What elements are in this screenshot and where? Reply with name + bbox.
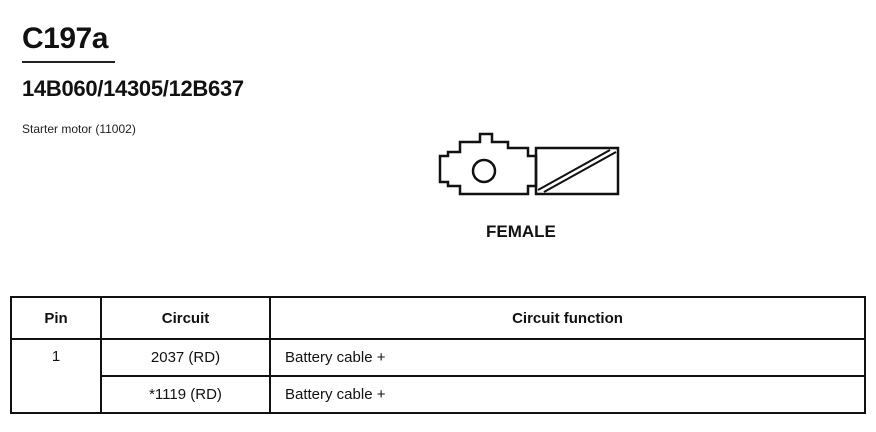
circuit-cell: *1119 (RD): [100, 375, 271, 414]
terminal-stud-circle: [471, 158, 497, 184]
connector-description: Starter motor (11002): [22, 122, 136, 136]
cable-section-outline: [534, 146, 620, 196]
pin-number-cell: 1: [10, 338, 102, 414]
table-header-row: Pin Circuit Circuit function: [10, 296, 866, 340]
circuit-function-cell: Battery cable +: [269, 375, 866, 414]
connector-id-title: C197a: [22, 22, 108, 55]
table-row: *1119 (RD) Battery cable +: [11, 375, 866, 414]
header-pin: Pin: [10, 296, 102, 340]
pinout-table: Pin Circuit Circuit function 1 2037 (RD)…: [10, 296, 866, 414]
header-circuit: Circuit: [100, 296, 271, 340]
gender-label: FEMALE: [486, 222, 556, 241]
title-underline: [22, 61, 115, 63]
table-row: 1 2037 (RD) Battery cable +: [10, 338, 866, 414]
connector-housing-outline: [438, 132, 538, 196]
circuit-cell: 2037 (RD): [100, 338, 271, 377]
connector-face-diagram: [438, 132, 620, 196]
circuit-function-cell: Battery cable +: [269, 338, 866, 377]
part-numbers: 14B060/14305/12B637: [22, 76, 244, 101]
cable-hatch-lines: [537, 149, 617, 193]
header-circuit-function: Circuit function: [269, 296, 866, 340]
